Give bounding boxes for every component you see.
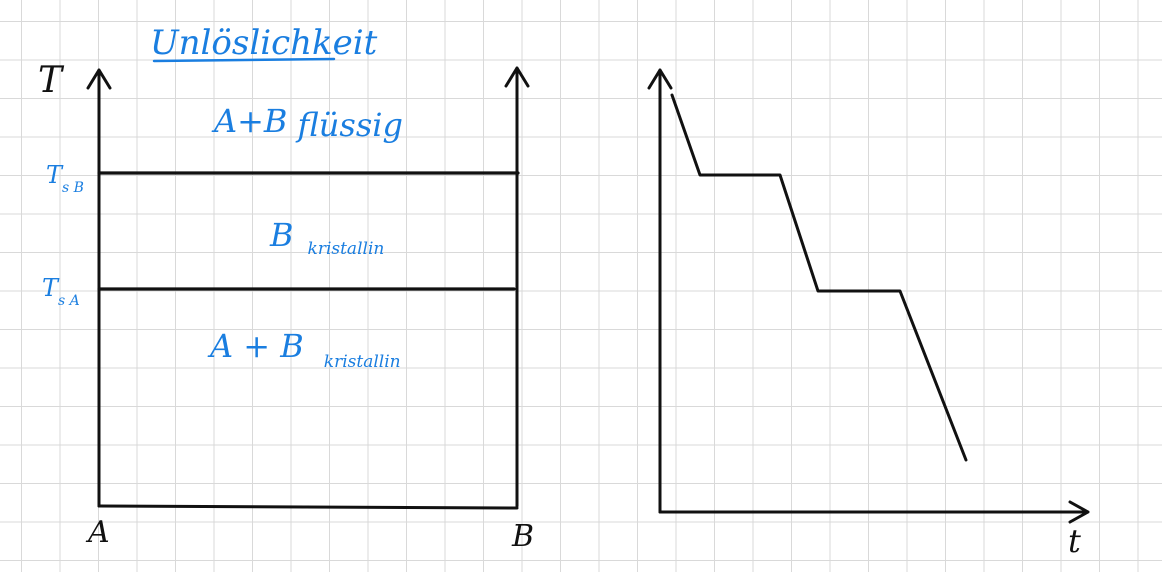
cooling-curve-diagram: t <box>647 68 1090 560</box>
title-underline <box>152 57 336 63</box>
time-axis-label: t <box>1068 522 1081 560</box>
component-a-label: A <box>85 515 110 550</box>
diagram-title: Unlöslichkeit <box>150 23 378 63</box>
component-b-label: B <box>511 519 534 554</box>
cooling-curve <box>670 93 968 462</box>
composition-axis <box>97 504 519 510</box>
right-boundary-axis <box>504 66 530 508</box>
cooling-temperature-axis <box>647 68 673 514</box>
temperature-mark-a: Ts A <box>42 274 80 309</box>
temperature-axis-label: T <box>38 60 65 101</box>
temperature-mark-b: Ts B <box>46 161 84 196</box>
time-axis <box>658 500 1090 524</box>
